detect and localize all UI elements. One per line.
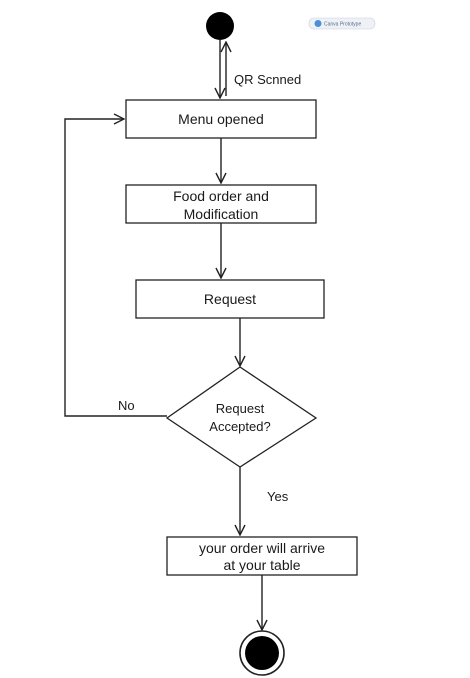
node-menu-label: Menu opened: [178, 111, 264, 127]
node-request: [135, 279, 325, 319]
node-menu-opened: [125, 99, 317, 139]
label-yes: Yes: [267, 489, 289, 504]
start-node: [206, 12, 234, 40]
node-food-label-1: Food order and: [173, 188, 269, 204]
node-arrive-label-1: your order will arrive: [199, 540, 325, 556]
node-decision-label-2: Accepted?: [209, 419, 270, 434]
logo-text: Canva Prototype: [324, 22, 361, 28]
canva-logo: Canva Prototype: [308, 17, 376, 30]
label-qr-scanned: QR Scnned: [234, 72, 301, 87]
node-request-label: Request: [204, 291, 256, 307]
label-no: No: [118, 398, 135, 413]
node-decision-label-1: Request: [216, 401, 265, 416]
node-arrive-label-2: at your table: [223, 557, 300, 573]
node-food-order: [125, 184, 317, 224]
logo-badge-icon: [314, 20, 322, 27]
node-decision: [165, 366, 318, 468]
node-food-label-2: Modification: [184, 206, 259, 222]
end-node: [239, 630, 285, 676]
edge-no-loop: [64, 119, 167, 417]
